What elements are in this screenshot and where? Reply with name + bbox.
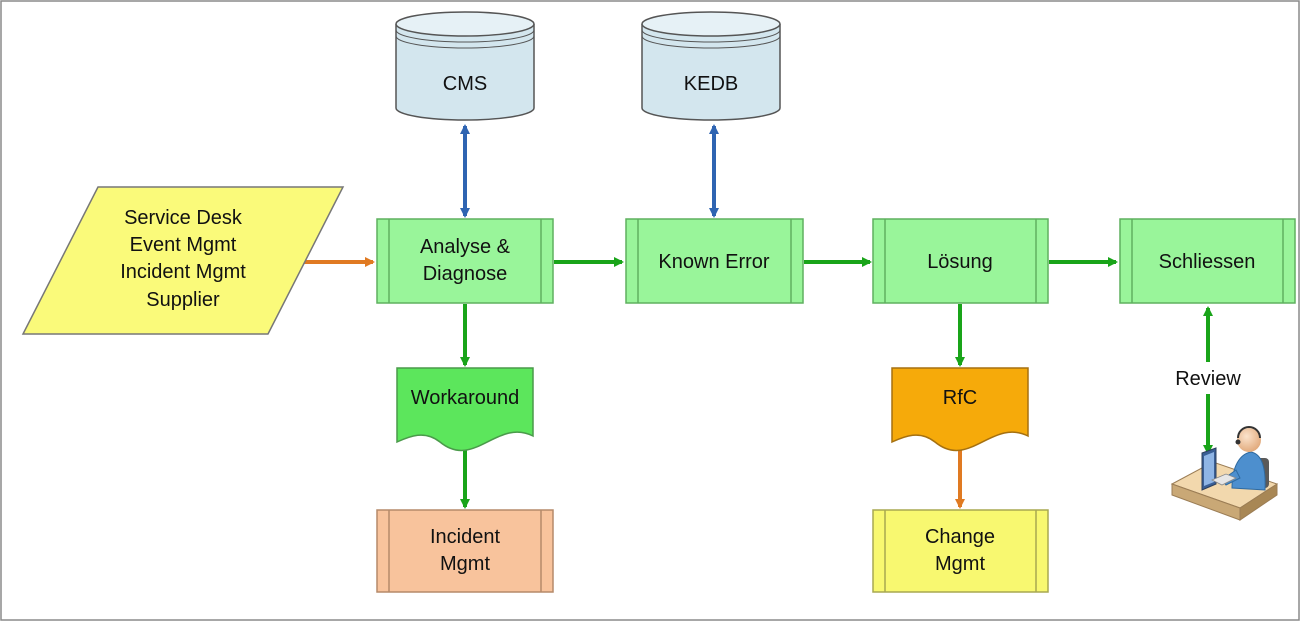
schliessen-label: Schliessen [1159,251,1256,273]
workaround-label: Workaround [411,387,520,409]
process-incident-mgmt: Incident Mgmt [376,509,554,593]
kedb-label: KEDB [684,73,738,95]
source-line-incident-mgmt: Incident Mgmt [120,261,246,283]
source-line-event-mgmt: Event Mgmt [130,234,237,256]
document-workaround: Workaround [396,367,534,452]
analyse-label-line2: Diagnose [423,263,508,285]
incident-label-line1: Incident [430,526,500,548]
analyse-label-line1: Analyse & [420,236,511,258]
process-known-error: Known Error [625,218,804,304]
known-error-label: Known Error [658,251,769,273]
cms-database: CMS [395,11,535,121]
change-label-line1: Change [925,526,995,548]
change-label-line2: Mgmt [935,553,985,575]
rfc-label: RfC [943,387,977,409]
process-change-mgmt: Change Mgmt [872,509,1049,593]
process-analyse-diagnose: Analyse & Diagnose [376,218,554,304]
document-rfc: RfC [891,367,1029,452]
loesung-label: Lösung [927,251,993,273]
kedb-database: KEDB [641,11,781,121]
process-schliessen: Schliessen [1119,218,1296,304]
incident-label-line2: Mgmt [440,553,490,575]
cms-label: CMS [443,73,487,95]
source-line-supplier: Supplier [146,289,220,311]
person-at-computer-icon [1170,426,1279,521]
source-line-service-desk: Service Desk [124,207,243,229]
process-loesung: Lösung [872,218,1049,304]
source-input-shape: Service Desk Event Mgmt Incident Mgmt Su… [21,186,345,335]
review-label: Review [1175,368,1241,390]
